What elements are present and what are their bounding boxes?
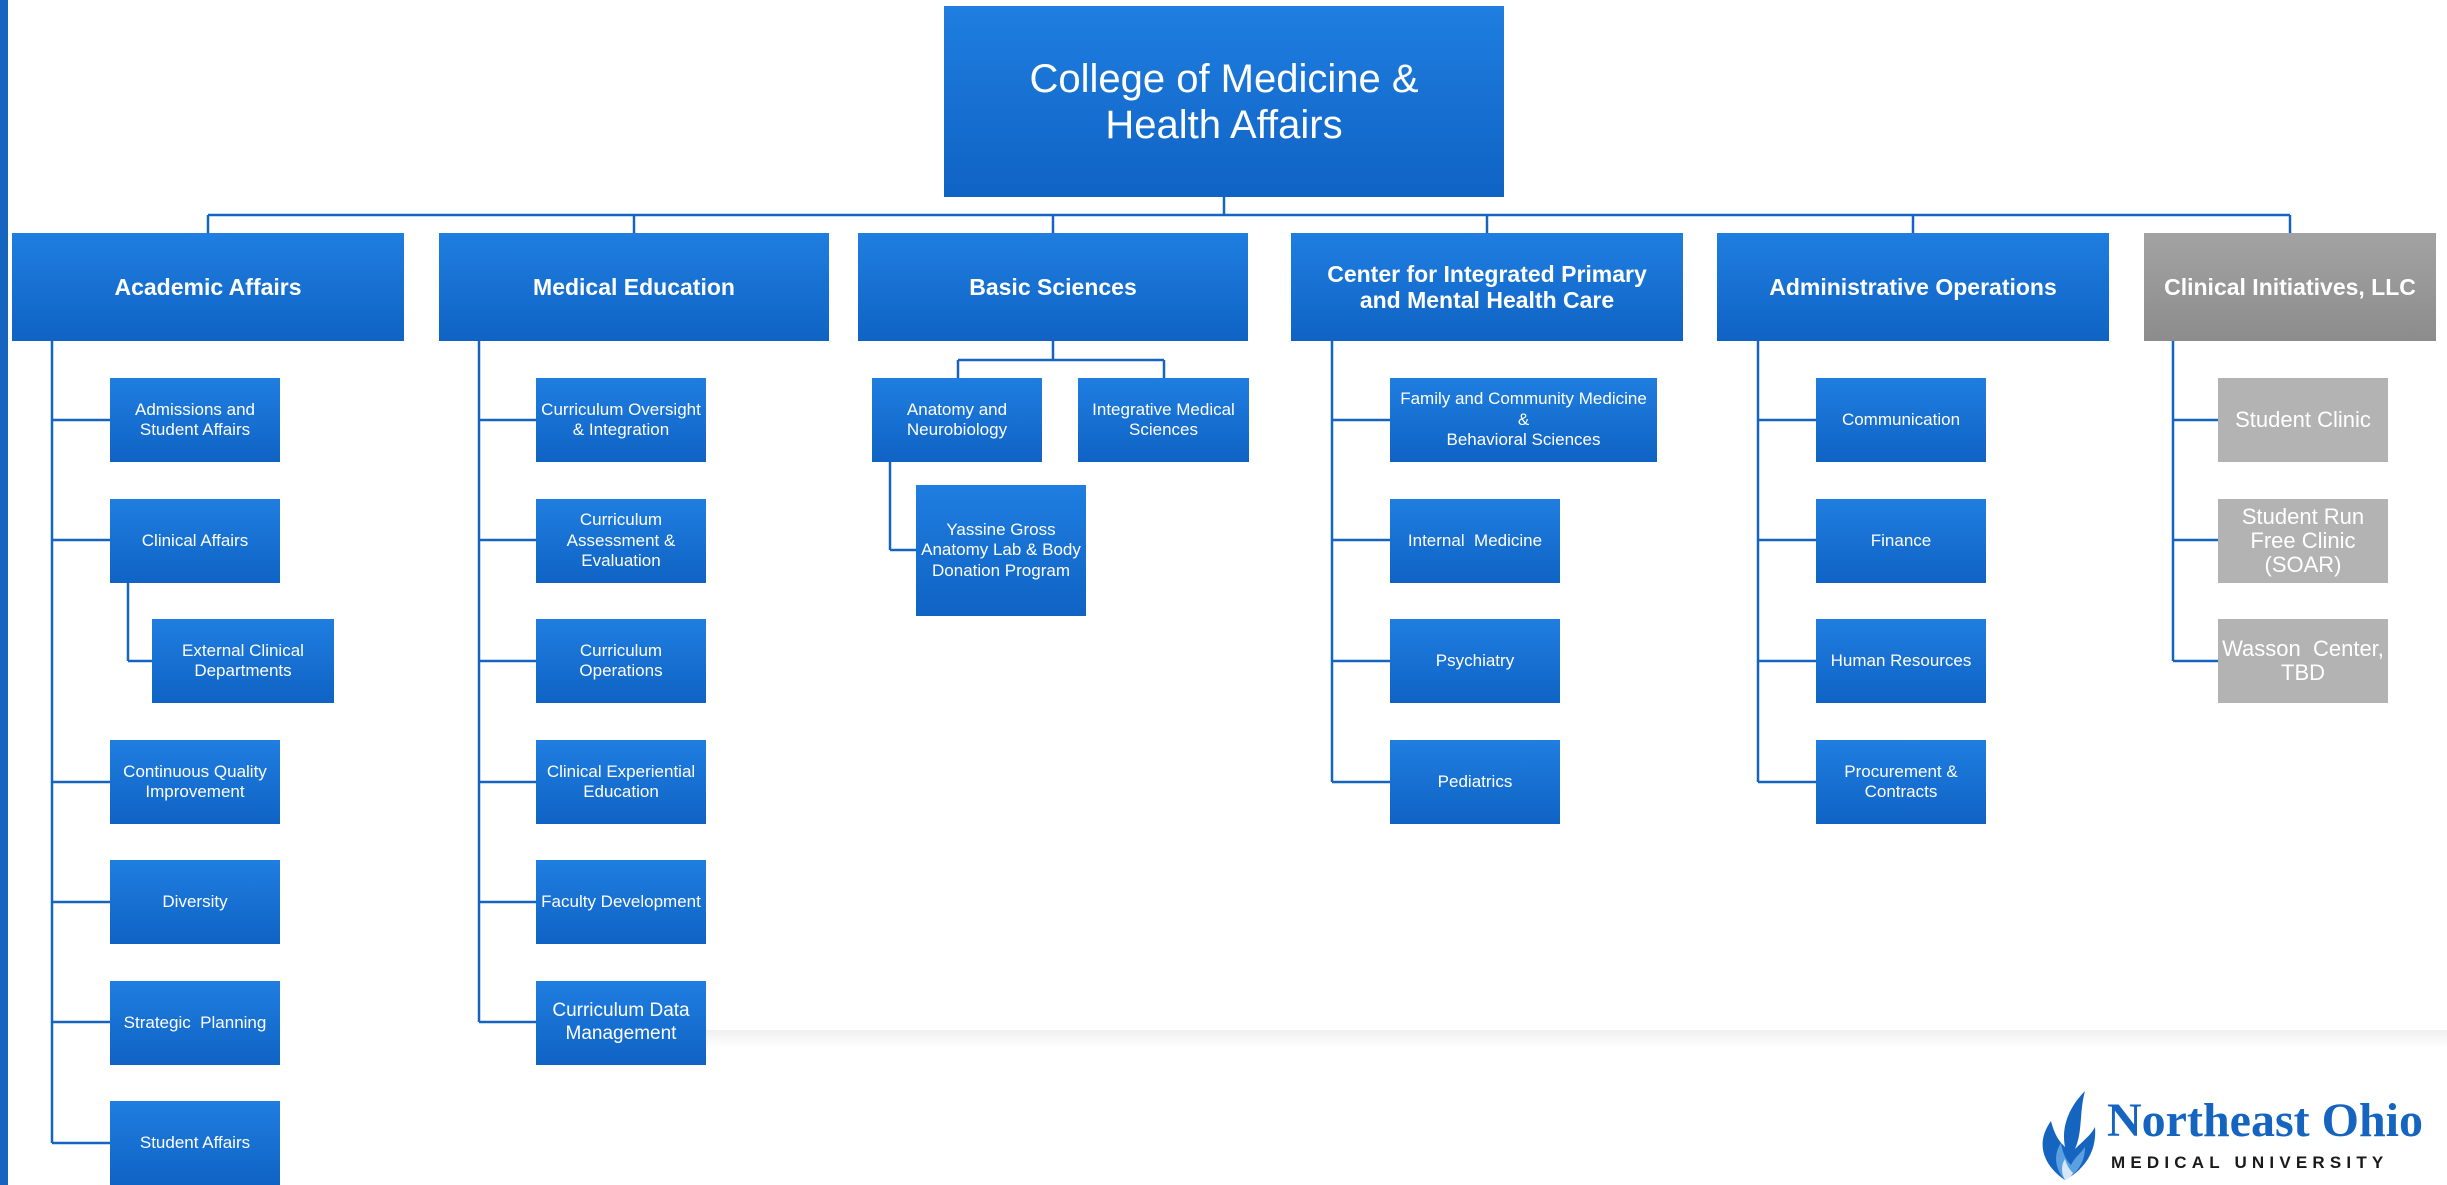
unit-label: Communication (1841, 409, 1961, 429)
unit-internal-medicine: Internal Medicine (1390, 499, 1560, 583)
unit-label: Clinical Affairs (141, 530, 249, 550)
unit-label: Curriculum Assessment & Evaluation (566, 510, 676, 571)
unit-finance: Finance (1816, 499, 1986, 583)
dept-medical-education: Medical Education (439, 233, 829, 341)
unit-curriculum-operations: Curriculum Operations (536, 619, 706, 703)
unit-label: Continuous Quality Improvement (123, 761, 267, 801)
flame-icon (2042, 1091, 2096, 1180)
logo-subtitle: MEDICAL UNIVERSITY (2111, 1153, 2389, 1172)
dept-clinical-initiatives: Clinical Initiatives, LLC (2144, 233, 2436, 341)
unit-label: Curriculum Oversight & Integration (541, 399, 701, 439)
unit-clinical-experiential-education: Clinical Experiential Education (536, 740, 706, 824)
unit-label: Diversity (162, 891, 228, 911)
root-college-box: College of Medicine & Health Affairs (944, 6, 1504, 197)
unit-label: Pediatrics (1437, 771, 1513, 791)
unit-label: Admissions and Student Affairs (134, 399, 255, 439)
unit-label: Integrative Medical Sciences (1092, 399, 1235, 439)
unit-student-affairs: Student Affairs (110, 1101, 280, 1185)
dept-label: Administrative Operations (1769, 273, 2057, 300)
dept-basic-sciences: Basic Sciences (858, 233, 1248, 341)
dept-administrative-operations: Administrative Operations (1717, 233, 2109, 341)
unit-communication: Communication (1816, 378, 1986, 462)
unit-label: Procurement & Contracts (1844, 761, 1958, 801)
unit-strategic-planning: Strategic Planning (110, 981, 280, 1065)
dept-label: Basic Sciences (969, 273, 1137, 300)
unit-label: Family and Community Medicine & Behavior… (1400, 389, 1647, 450)
unit-integrative-medical-sciences: Integrative Medical Sciences (1078, 378, 1249, 462)
unit-label: Anatomy and Neurobiology (906, 399, 1008, 439)
unit-family-community-medicine: Family and Community Medicine & Behavior… (1390, 378, 1657, 462)
unit-external-clinical-departments: External Clinical Departments (152, 619, 334, 703)
dept-center-integrated-care: Center for Integrated Primary and Mental… (1291, 233, 1683, 341)
dept-label: Academic Affairs (114, 273, 302, 300)
unit-anatomy-neurobiology: Anatomy and Neurobiology (872, 378, 1042, 462)
unit-label: Wasson Center, TBD (2222, 635, 2384, 685)
university-logo: Northeast Ohio MEDICAL UNIVERSITY (2025, 1085, 2445, 1185)
unit-label: Internal Medicine (1407, 530, 1543, 550)
unit-curriculum-oversight: Curriculum Oversight & Integration (536, 378, 706, 462)
dept-label: Center for Integrated Primary and Mental… (1327, 260, 1647, 313)
unit-label: Clinical Experiential Education (546, 761, 696, 801)
unit-label: Finance (1870, 530, 1932, 550)
dept-label: Clinical Initiatives, LLC (2164, 273, 2416, 300)
unit-label: Human Resources (1830, 650, 1972, 670)
dept-academic-affairs: Academic Affairs (12, 233, 404, 341)
unit-label: External Clinical Departments (182, 640, 304, 680)
unit-diversity: Diversity (110, 860, 280, 944)
unit-faculty-development: Faculty Development (536, 860, 706, 944)
dept-label: Medical Education (533, 273, 735, 300)
left-accent-bar (0, 0, 8, 1185)
unit-yassine-gross-anatomy-lab: Yassine Gross Anatomy Lab & Body Donatio… (916, 485, 1086, 616)
unit-label: Curriculum Data Management (552, 1000, 690, 1044)
unit-label: Strategic Planning (123, 1012, 267, 1032)
unit-label: Student Affairs (139, 1132, 251, 1152)
unit-label: Psychiatry (1435, 650, 1515, 670)
logo-name: Northeast Ohio (2107, 1094, 2423, 1147)
unit-curriculum-assessment: Curriculum Assessment & Evaluation (536, 499, 706, 583)
unit-label: Student Clinic (2235, 406, 2371, 432)
root-label: College of Medicine & Health Affairs (1029, 56, 1419, 147)
unit-procurement-contracts: Procurement & Contracts (1816, 740, 1986, 824)
unit-label: Curriculum Operations (579, 640, 663, 680)
unit-clinical-affairs: Clinical Affairs (110, 499, 280, 583)
unit-curriculum-data-management: Curriculum Data Management (536, 981, 706, 1065)
slide-divider-shadow (700, 1030, 2447, 1048)
unit-psychiatry: Psychiatry (1390, 619, 1560, 703)
unit-student-run-free-clinic: Student Run Free Clinic (SOAR) (2218, 499, 2388, 583)
unit-continuous-quality-improvement: Continuous Quality Improvement (110, 740, 280, 824)
unit-label: Yassine Gross Anatomy Lab & Body Donatio… (921, 519, 1081, 580)
unit-pediatrics: Pediatrics (1390, 740, 1560, 824)
unit-label: Faculty Development (541, 891, 701, 911)
unit-admissions-student-affairs: Admissions and Student Affairs (110, 378, 280, 462)
unit-student-clinic: Student Clinic (2218, 378, 2388, 462)
unit-label: Student Run Free Clinic (SOAR) (2241, 503, 2365, 578)
unit-human-resources: Human Resources (1816, 619, 1986, 703)
unit-wasson-center: Wasson Center, TBD (2218, 619, 2388, 703)
